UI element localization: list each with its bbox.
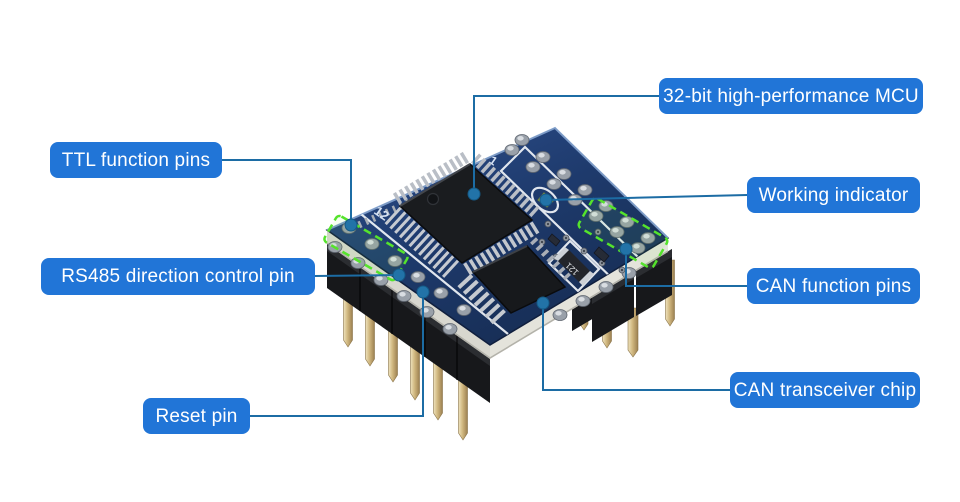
line-rs485 [314, 274, 400, 277]
dot-can-chip [536, 296, 550, 310]
can-transceiver-chip [457, 237, 574, 328]
smd-capacitors [547, 233, 610, 263]
pcb-top-face: 121 [323, 126, 670, 346]
callout-label-reset-pin: Reset pin [143, 398, 250, 434]
line-can-pins [625, 249, 747, 287]
line-ttl [222, 159, 352, 225]
line-mcu [473, 95, 659, 194]
callout-label-can-transceiver-chip: CAN transceiver chip [730, 372, 920, 408]
callout-label-can-function-pins: CAN function pins [747, 268, 920, 304]
dot-mcu [467, 187, 481, 201]
dot-working [539, 193, 553, 207]
callout-lines [222, 95, 748, 417]
header-plastic-blocks [327, 242, 672, 403]
callout-label-mcu: 32-bit high-performance MCU [659, 78, 923, 114]
dot-ttl [344, 218, 358, 232]
dot-rs485 [392, 268, 406, 282]
pin-number-12: 12 [371, 203, 391, 224]
line-reset [250, 292, 424, 417]
mcu-chip [384, 151, 542, 281]
callout-label-ttl-function-pins: TTL function pins [50, 142, 222, 178]
highlight-box-ttl-pins [323, 214, 409, 282]
dot-can-pins [619, 242, 633, 256]
callout-dots [344, 187, 633, 310]
line-working [545, 194, 748, 201]
highlight-box-can-pins [577, 196, 669, 270]
mcu-pin1-dimple [426, 192, 440, 206]
callout-label-rs485-direction-control-pin: RS485 direction control pin [41, 258, 315, 295]
line-can-chip [542, 303, 730, 391]
callout-label-working-indicator: Working indicator [747, 177, 920, 213]
dot-reset [416, 285, 430, 299]
